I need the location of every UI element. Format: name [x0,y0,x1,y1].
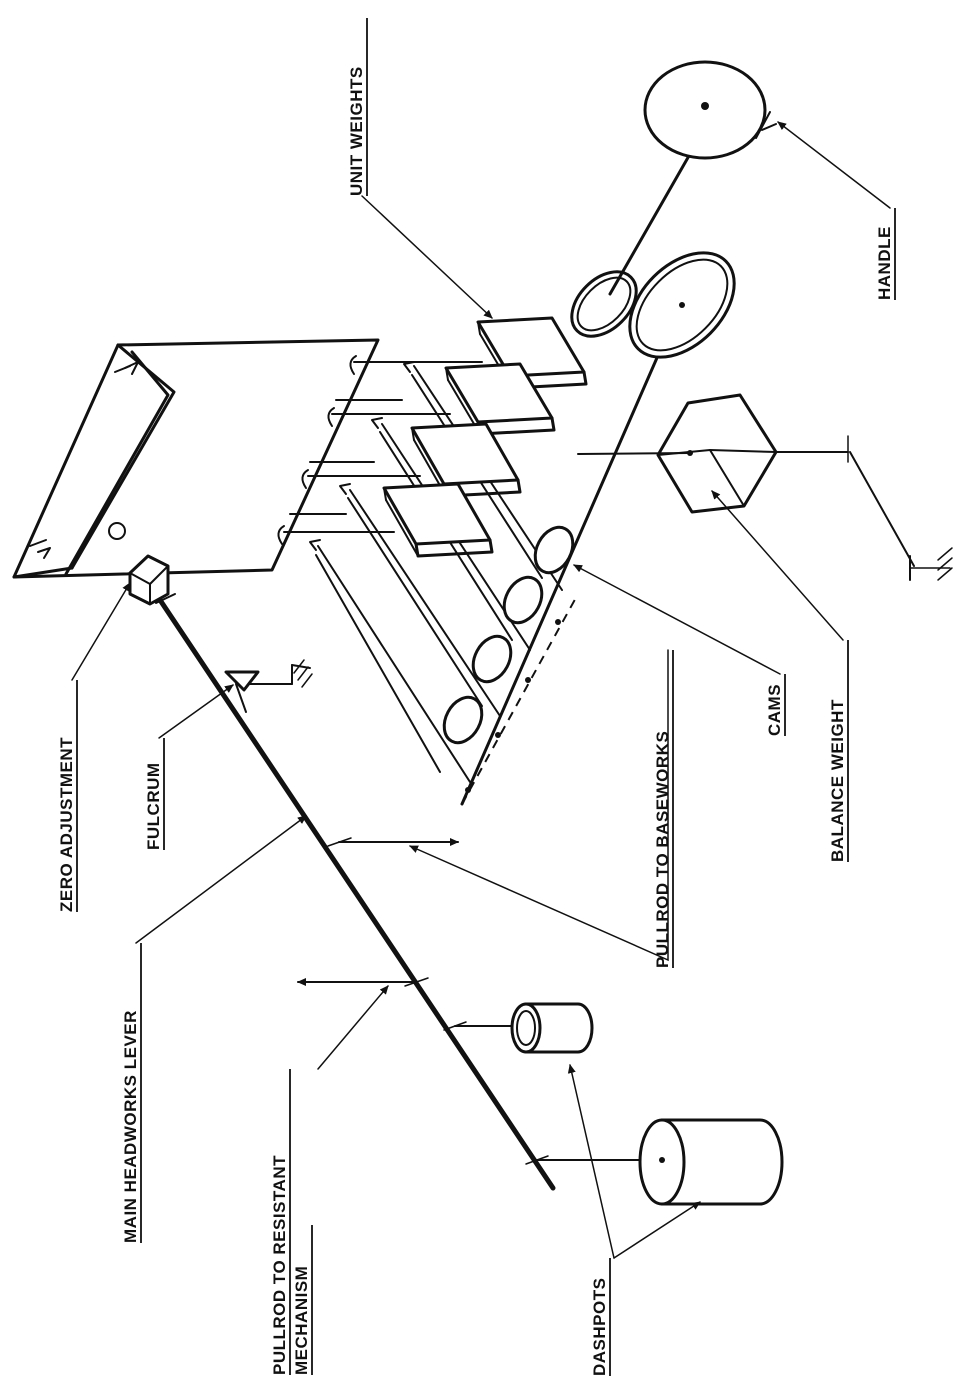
cam [528,521,581,579]
dashpot-large [526,1120,782,1204]
dashpot-small [444,1004,592,1052]
label-pullrod-resistant: PULLROD TO RESISTANT MECHANISM [270,1069,312,1375]
unit-weights-text: UNIT WEIGHTS [347,66,366,196]
label-balance-weight: BALANCE WEIGHT [828,640,848,862]
fulcrum-text: FULCRUM [144,762,163,850]
pullrod-baseworks-text: PULLROD TO BASEWORKS [653,731,672,968]
pullrod-resistant-text-line1: PULLROD TO RESISTANT [270,1155,289,1375]
label-cams: CAMS [765,674,785,736]
pullrod-to-resistant-mechanism [298,978,428,986]
fulcrum-ground-symbol [250,660,312,687]
handle-text: HANDLE [875,226,894,300]
pullrod-to-baseworks [328,838,458,846]
balance-weight-text: BALANCE WEIGHT [828,699,847,862]
label-dashpots: DASHPOTS [590,1258,610,1376]
label-fulcrum: FULCRUM [144,738,164,850]
label-main-headworks-lever: MAIN HEADWORKS LEVER [121,943,141,1243]
label-handle: HANDLE [875,208,895,300]
dashpots-text: DASHPOTS [590,1278,609,1376]
label-unit-weights: UNIT WEIGHTS [347,18,367,196]
weigh-beam-frame [14,340,378,577]
pullrod-resistant-text-line2: MECHANISM [292,1266,311,1375]
zero-adjustment-text: ZERO ADJUSTMENT [57,737,76,912]
main-headworks-lever-text: MAIN HEADWORKS LEVER [121,1010,140,1243]
label-zero-adjustment: ZERO ADJUSTMENT [57,680,77,912]
zero-adjustment-block [109,523,175,604]
label-pullrod-baseworks: PULLROD TO BASEWORKS [653,650,673,968]
cam [437,691,490,749]
cams-text: CAMS [765,684,784,736]
unit-weight-plates [384,318,586,556]
